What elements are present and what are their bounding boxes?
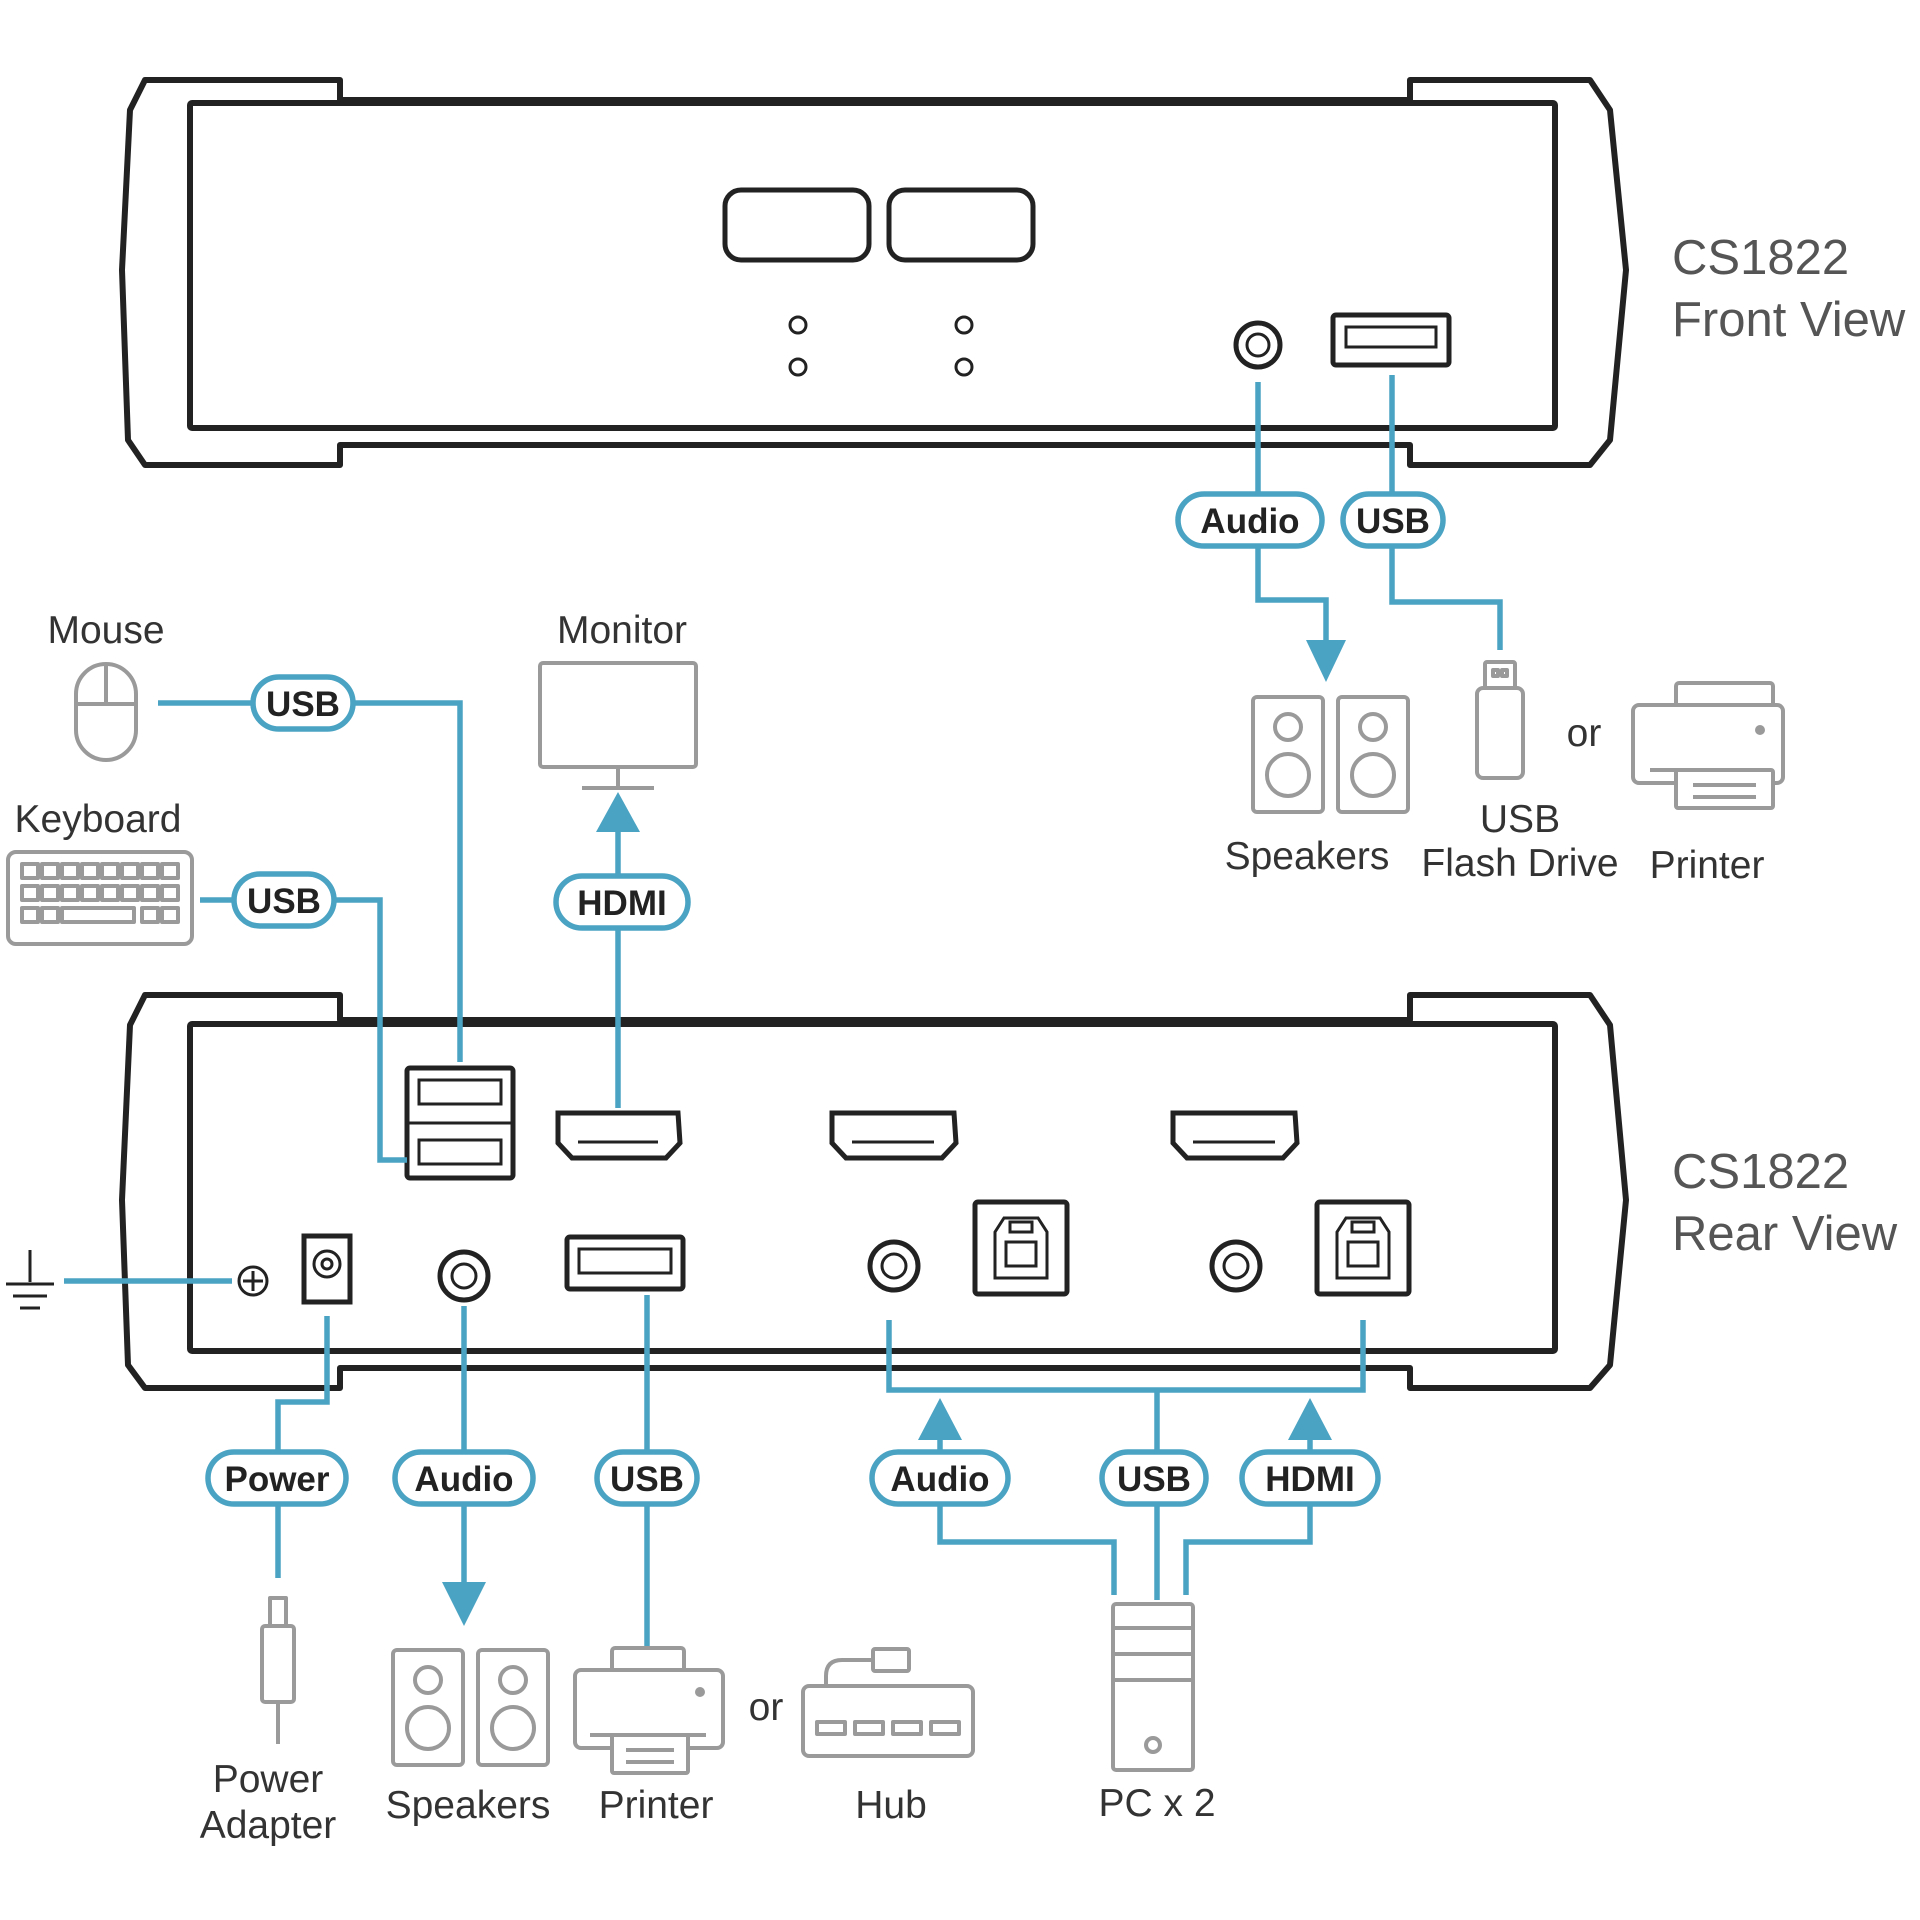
keyboard-label: Keyboard (15, 798, 182, 841)
badge-hdmi-pc (1239, 1449, 1381, 1507)
speakers-icon (391, 1648, 550, 1767)
front-usb-port (1330, 312, 1452, 368)
power-cable (275, 1316, 330, 1578)
ground-screw-icon (237, 1265, 269, 1297)
front-title-line2: Front View (1672, 293, 1906, 347)
badge-front-audio (1175, 491, 1325, 549)
badge-power-label: Power (224, 1460, 329, 1499)
arrow-up-icon (918, 1398, 962, 1440)
front-audio-jack (1233, 320, 1283, 370)
rear-hdmi-pc2-port (1170, 1110, 1300, 1161)
led-2b (954, 357, 974, 377)
pc-tower-icon (1111, 1602, 1195, 1772)
front-audio-cable (1255, 382, 1329, 650)
rear-unit (119, 992, 1629, 1391)
rear-usb-b-pc2-port (1314, 1199, 1412, 1297)
badge-front-audio-label: Audio (1200, 502, 1299, 541)
badge-hdmi-pc-label: HDMI (1265, 1460, 1354, 1499)
rear-usb-b-pc1-port (972, 1199, 1070, 1297)
rear-hdmi-console-port (555, 1110, 683, 1161)
mouse-label: Mouse (47, 609, 164, 652)
badge-power (205, 1449, 349, 1507)
pc-label: PC x 2 (1098, 1782, 1215, 1825)
badge-audio-pc (869, 1449, 1011, 1507)
front-unit (119, 77, 1629, 468)
hub-label: Hub (855, 1784, 927, 1827)
badge-front-usb-label: USB (1356, 502, 1430, 541)
mouse-icon (74, 662, 138, 762)
badge-usb-pc (1099, 1449, 1209, 1507)
ground-symbol-icon (6, 1250, 54, 1310)
front-printer-label: Printer (1650, 844, 1765, 887)
rear-audio-out-jack (437, 1249, 491, 1303)
arrow-up-icon (1288, 1398, 1332, 1440)
rear-hdmi-pc1-port (829, 1110, 959, 1161)
power-adapter-label-line1: Power (213, 1758, 324, 1801)
front-speakers-label: Speakers (1225, 835, 1390, 878)
speakers-icon (1251, 695, 1410, 814)
led-1a (788, 315, 808, 335)
power-adapter-icon (260, 1596, 296, 1744)
usb-flash-drive-icon (1475, 660, 1525, 780)
port-select-button-2 (886, 187, 1036, 263)
pc-bus-cable (886, 1320, 1366, 1393)
front-title-line1: CS1822 (1672, 231, 1849, 285)
rear-speakers-label: Speakers (386, 1784, 551, 1827)
monitor-icon (538, 661, 698, 790)
badge-usb-keyboard-label: USB (247, 882, 321, 921)
keyboard-usb-cable (200, 897, 407, 1163)
rear-usb-console-ports (404, 1065, 516, 1181)
arrow-down-icon (442, 1582, 486, 1626)
flash-drive-label-line2: Flash Drive (1421, 842, 1618, 885)
arrow-up-icon (596, 792, 640, 832)
badge-usb-pc-label: USB (1117, 1460, 1191, 1499)
led-2a (954, 315, 974, 335)
rear-power-jack (301, 1233, 353, 1305)
flash-drive-label-line1: USB (1480, 798, 1560, 841)
badge-usb-mouse (250, 674, 356, 732)
rear-usb-peripheral-port (564, 1234, 686, 1292)
badge-hdmi-monitor-label: HDMI (577, 884, 666, 923)
badge-usb-keyboard (231, 871, 337, 929)
badge-audio-out (392, 1449, 536, 1507)
front-or-label: or (1567, 712, 1602, 755)
rear-or-label: or (749, 1686, 784, 1729)
badge-audio-pc-label: Audio (890, 1460, 989, 1499)
badge-front-usb (1340, 491, 1446, 549)
rear-audio-pc1-jack (867, 1239, 921, 1293)
badge-usb-printer-label: USB (610, 1460, 684, 1499)
hub-icon (801, 1647, 975, 1758)
rear-printer-label: Printer (599, 1784, 714, 1827)
badge-hdmi-monitor (553, 873, 691, 931)
monitor-label: Monitor (557, 609, 687, 652)
port-select-button-1 (722, 187, 872, 263)
front-usb-cable (1389, 375, 1503, 650)
printer-icon (1631, 681, 1785, 810)
printer-icon (573, 1646, 725, 1775)
badge-usb-mouse-label: USB (266, 685, 340, 724)
keyboard-icon (6, 850, 194, 946)
rear-title-line1: CS1822 (1672, 1145, 1849, 1199)
led-1b (788, 357, 808, 377)
power-adapter-label-line2: Adapter (200, 1804, 337, 1847)
rear-title-line2: Rear View (1672, 1207, 1898, 1261)
badge-usb-printer (594, 1449, 700, 1507)
arrow-down-icon (1306, 640, 1346, 682)
rear-audio-pc2-jack (1209, 1239, 1263, 1293)
badge-audio-out-label: Audio (414, 1460, 513, 1499)
